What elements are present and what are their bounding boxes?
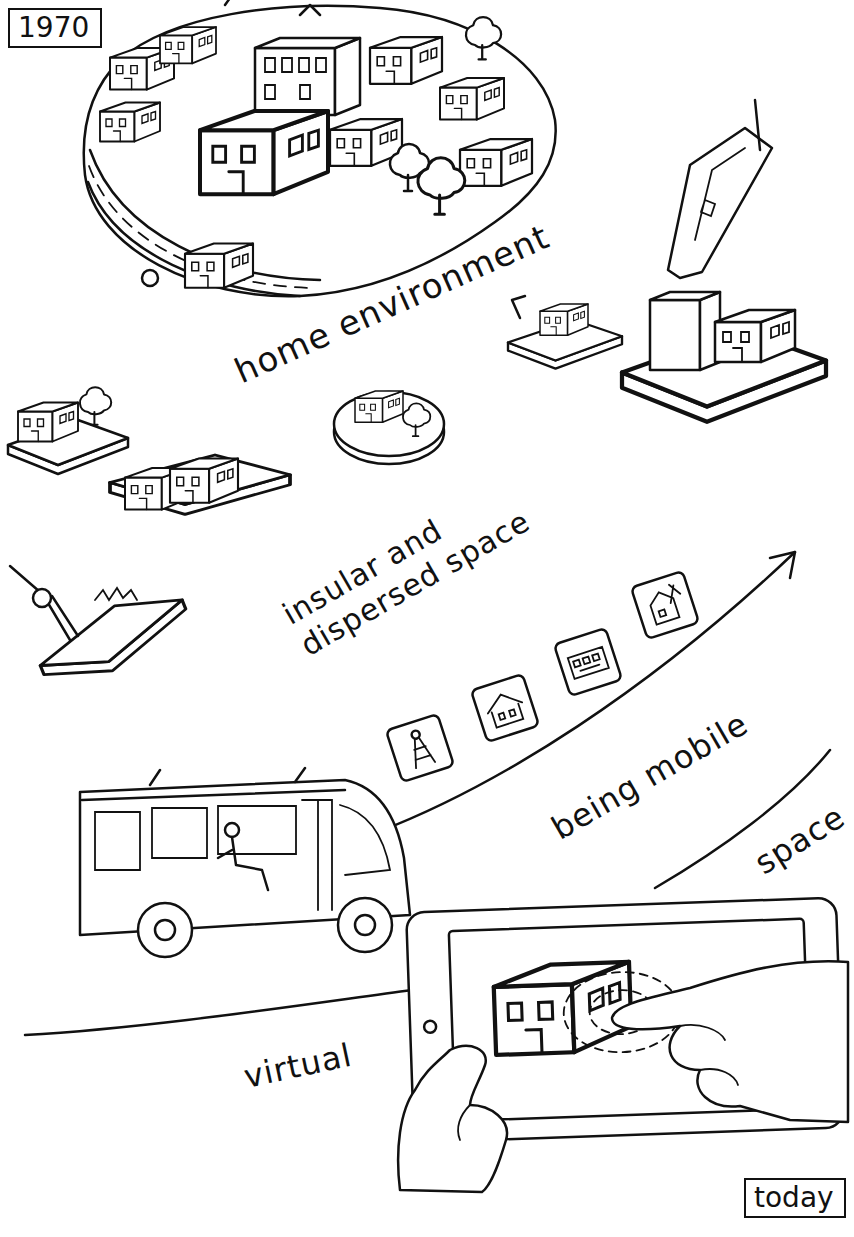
virtual-line (25, 990, 412, 1035)
year-text: today (754, 1182, 836, 1214)
handwritten-label: insular and dispersed space (276, 456, 563, 663)
handwritten-label: space (748, 798, 852, 883)
bus (80, 768, 410, 957)
year-box: today (744, 1178, 846, 1218)
handwritten-label: home environment (229, 216, 556, 391)
islands (8, 100, 826, 695)
handwritten-label: virtual (241, 1036, 356, 1096)
year-box: 1970 (8, 8, 102, 48)
handwritten-label: being mobile (545, 704, 755, 847)
hands (398, 961, 848, 1192)
year-text: 1970 (18, 12, 92, 44)
